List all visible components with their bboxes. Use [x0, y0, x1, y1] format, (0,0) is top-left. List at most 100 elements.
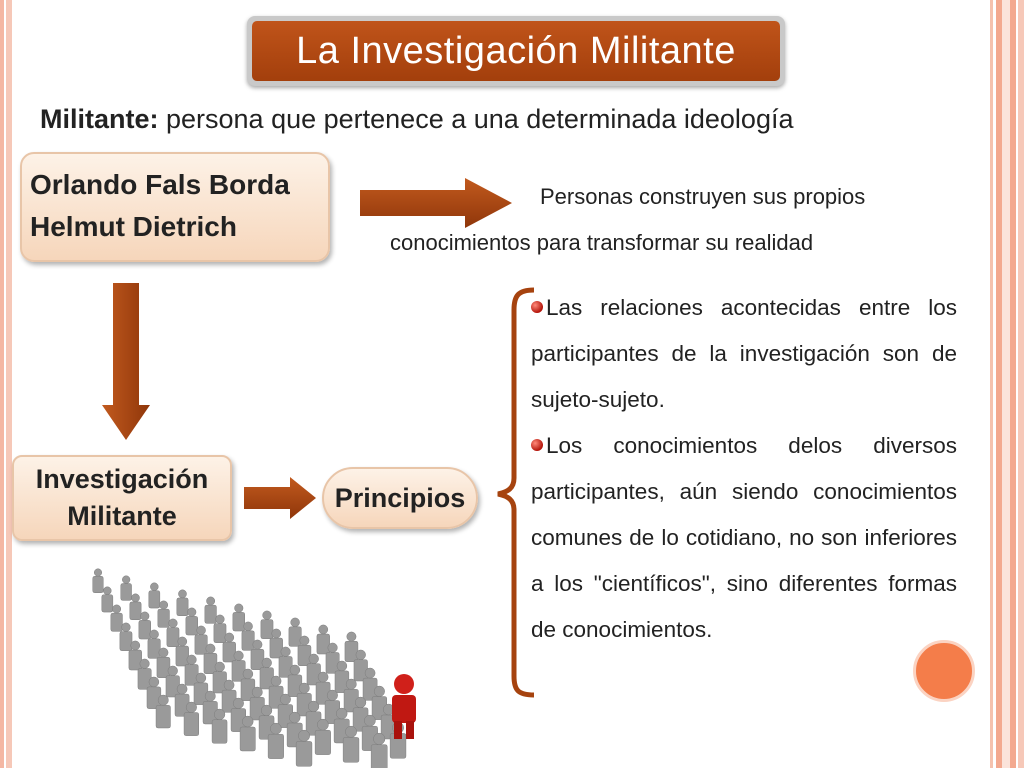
crowd-figure-body	[370, 744, 388, 768]
crowd-figure-head	[270, 722, 282, 735]
crowd-figure-head	[176, 683, 188, 695]
crowd-figure-body	[165, 675, 180, 698]
crowd-image	[80, 560, 440, 768]
principles-list: Las relaciones acontecidas entre los par…	[531, 285, 957, 653]
crowd-figure-head	[317, 718, 329, 731]
investigacion-militante-box: Investigación Militante	[12, 455, 232, 541]
crowd-figure-body	[213, 623, 227, 643]
crowd-figure-body	[128, 649, 142, 671]
crowd-figure-head	[355, 649, 366, 660]
definition-text: persona que pertenece a una determinada …	[158, 104, 794, 134]
crowd-figure-body	[278, 656, 293, 678]
left-border-decoration	[0, 0, 12, 768]
crowd-figure-head	[317, 671, 329, 683]
crowd-figure-body	[316, 633, 330, 655]
crowd-figure-body	[157, 608, 170, 628]
crowd-figure-body	[137, 668, 152, 690]
crowd-figure-head	[373, 685, 385, 697]
crowd-figure-head	[233, 650, 244, 661]
author-name: Helmut Dietrich	[30, 211, 237, 242]
crowd-figure-head	[270, 675, 282, 687]
crowd-figure-head	[336, 707, 348, 720]
bracket-icon	[497, 287, 535, 698]
crowd-figure-head	[280, 646, 291, 657]
crowd-figure-head	[122, 575, 131, 584]
crowd-figure-body	[260, 619, 274, 639]
investigacion-label-1: Investigación	[35, 464, 209, 494]
crowd-figure-head	[213, 708, 226, 721]
crowd-figure-head	[346, 631, 357, 642]
crowd-figure-body	[250, 648, 265, 670]
arrow-down-icon	[102, 283, 150, 440]
crowd-figure-head	[187, 607, 197, 617]
crowd-figure-head	[139, 658, 150, 669]
crowd-figure-body	[267, 733, 284, 759]
crowd-figure-body	[176, 597, 189, 616]
crowd-figure-body	[288, 626, 302, 647]
crowd-figure-body	[156, 656, 171, 678]
crowd-figure-head	[94, 568, 102, 577]
crowd-figure-body	[344, 640, 359, 662]
crowd-figure-head	[168, 618, 178, 628]
crowd-figure-body	[212, 671, 227, 694]
author-name: Orlando Fals Borda	[30, 169, 290, 200]
crowd-figure-head	[206, 596, 216, 606]
crowd-figure-head	[336, 660, 348, 672]
crowd-figure-body	[325, 652, 340, 674]
crowd-figure-body	[241, 630, 255, 651]
crowd-figure-body	[231, 660, 246, 682]
crowd-figure-head	[112, 604, 122, 614]
crowd-figure-head	[196, 625, 206, 636]
crowd-figure-body	[166, 627, 180, 647]
crowd-figure-head	[364, 667, 376, 679]
crowd-figure-head	[261, 657, 272, 668]
crowd-figure-body	[211, 719, 228, 744]
decorative-circle	[913, 640, 975, 702]
arrow-right-icon	[360, 178, 512, 228]
crowd-figure-body	[297, 644, 312, 666]
crowd-figure-head	[271, 628, 282, 639]
crowd-figure-head	[131, 593, 140, 603]
crowd-figure-head	[103, 586, 112, 595]
crowd-figure-head	[318, 624, 329, 635]
crowd-figure-head	[140, 611, 150, 621]
crowd-figure-head	[260, 704, 273, 717]
crowd-figure-head	[157, 694, 169, 706]
crowd-figure-head	[345, 725, 357, 738]
crowd-figure-head	[177, 636, 188, 647]
crowd-figure-body	[155, 705, 171, 729]
crowd-figure-body	[92, 576, 104, 593]
crowd-figure-body	[259, 667, 274, 690]
crowd-figure-body	[222, 641, 236, 663]
crowd-figure-body	[147, 638, 161, 659]
crowd-figure-head	[243, 621, 253, 632]
crowd-figure-body	[110, 612, 123, 632]
crowd-figure-head	[262, 610, 272, 620]
slide-title: La Investigación Militante	[252, 21, 780, 81]
definition-term: Militante:	[40, 104, 159, 134]
crowd-figure-head	[290, 617, 300, 628]
crowd-figure-head	[215, 614, 225, 624]
crowd-figure-head	[364, 714, 376, 727]
crowd-figure-head	[150, 582, 159, 591]
crowd-figure-body	[148, 590, 161, 609]
crowd-figure-body	[175, 645, 189, 667]
crowd-figure-head	[251, 686, 263, 698]
crowd-figure-head	[279, 693, 291, 705]
crowd-figure-head	[149, 629, 159, 640]
crowd-figure-head	[242, 715, 254, 728]
crowd-figure-body	[306, 663, 321, 686]
crowd-figure-head	[242, 668, 254, 680]
crowd-figure-head	[252, 639, 263, 650]
crowd-figure-body	[185, 616, 199, 636]
crowd-figure-head	[327, 642, 338, 653]
crowd-figure-head	[234, 603, 244, 613]
crowd-figure-body	[269, 637, 283, 659]
crowd-figure-head	[299, 635, 310, 646]
crowd-figure-head	[224, 632, 235, 643]
crowd-figure-head	[289, 664, 301, 676]
principle-text: Los conocimientos delos diversos partici…	[531, 433, 957, 642]
crowd-figure-head	[158, 647, 169, 658]
crowd-figure-body	[119, 631, 133, 651]
